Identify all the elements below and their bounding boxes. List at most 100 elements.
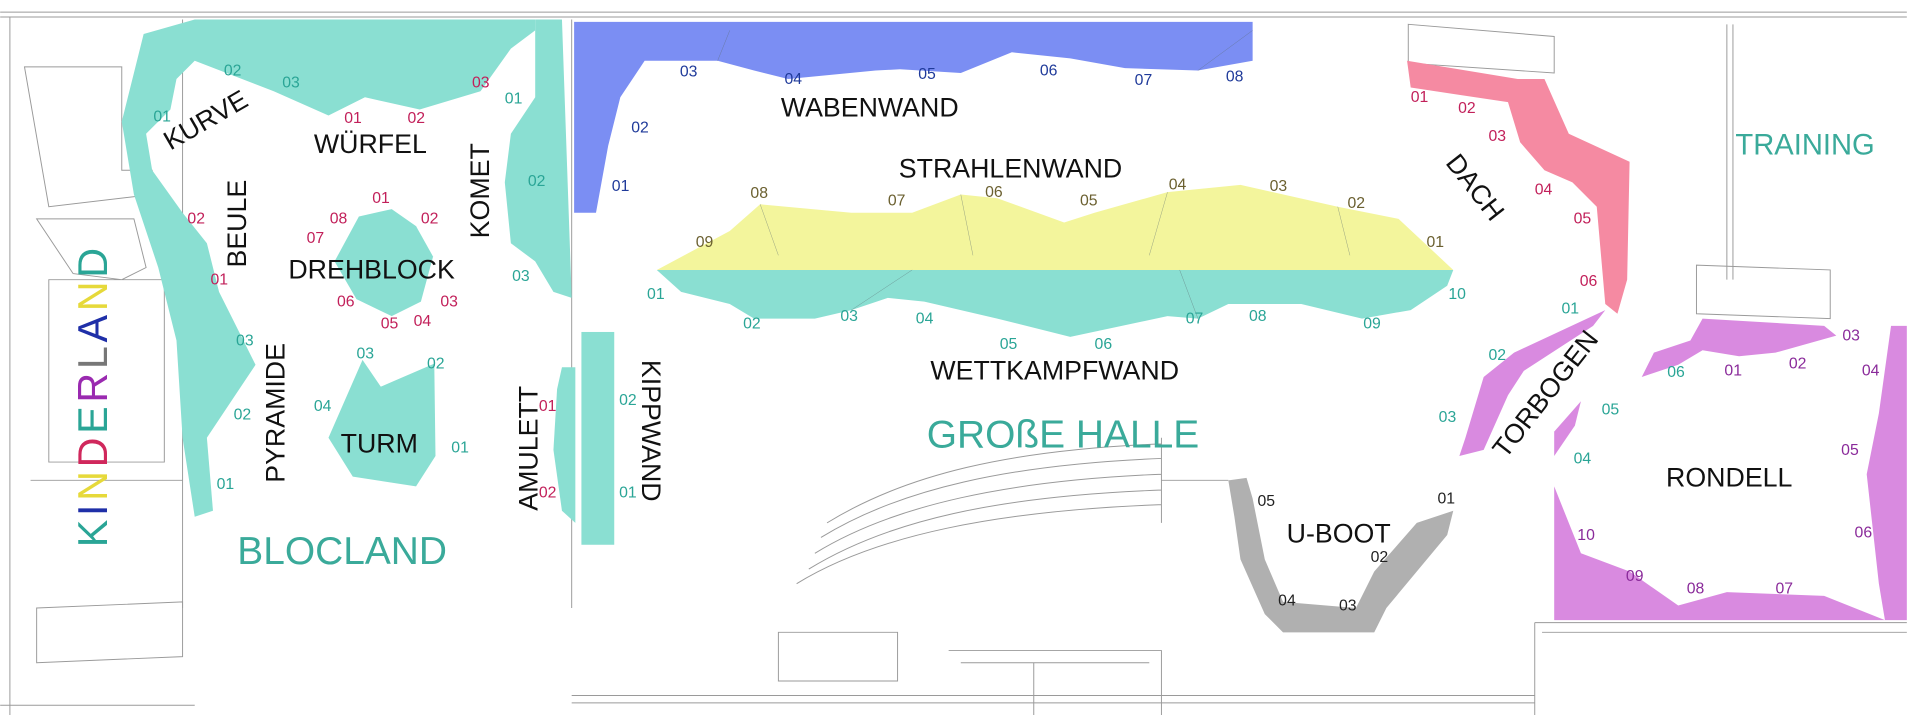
sector-turm-02: 02 xyxy=(427,355,445,372)
kinderland-letter: I xyxy=(70,501,116,516)
sector-drehblock-08: 08 xyxy=(330,211,348,228)
sector-wabenwand-07: 07 xyxy=(1135,72,1153,89)
sector-wettkampfwand-08: 08 xyxy=(1249,308,1267,325)
sector-strahlenwand-06: 06 xyxy=(985,184,1003,201)
sector-wettkampfwand-09: 09 xyxy=(1363,315,1381,332)
kinderland-letter: A xyxy=(70,311,116,342)
wall-name-uboot: U-BOOT xyxy=(1287,518,1391,548)
building-outline xyxy=(0,11,1907,715)
wall-name-strahlenwand: STRAHLENWAND xyxy=(899,154,1122,184)
sector-wettkampfwand-04: 04 xyxy=(916,310,934,327)
sector-rondell-06: 06 xyxy=(1855,524,1873,541)
wall-name-turm: TURM xyxy=(341,428,418,458)
sector-strahlenwand-03: 03 xyxy=(1270,178,1288,195)
kinderland-letter: R xyxy=(70,369,116,402)
wall-drehblock[interactable] xyxy=(334,209,434,317)
sector-uboot-05: 05 xyxy=(1257,493,1275,510)
sector-rondell-05: 05 xyxy=(1841,442,1859,459)
sector-wettkampfwand-07: 07 xyxy=(1186,310,1204,327)
sector-pyramide-03: 03 xyxy=(236,332,254,349)
sector-rondell-04: 04 xyxy=(1862,363,1880,380)
wall-rondell[interactable] xyxy=(1554,318,1907,621)
sector-kurve-02: 02 xyxy=(224,62,242,79)
sector-wabenwand-05: 05 xyxy=(918,66,936,83)
wall-kurve-wuerfel[interactable] xyxy=(121,19,536,517)
sector-rondell-02: 02 xyxy=(1789,355,1807,372)
kinderland-letter: K xyxy=(70,516,116,547)
sector-turm-04: 04 xyxy=(314,398,332,415)
sector-turm-03: 03 xyxy=(356,346,374,363)
sector-rondell-extra-05: 05 xyxy=(1602,402,1620,419)
sector-dach-01: 01 xyxy=(1411,89,1429,106)
sector-wettkampfwand-06: 06 xyxy=(1095,336,1113,353)
sector-amulett-01: 01 xyxy=(539,398,557,415)
sector-kurve-03: 03 xyxy=(282,75,300,92)
wall-name-rondell: RONDELL xyxy=(1666,462,1792,492)
sector-wettkampfwand-05: 05 xyxy=(1000,336,1018,353)
sector-beule-02: 02 xyxy=(187,211,205,228)
wall-name-amulett: AMULETT xyxy=(514,386,544,511)
sector-turm-01: 01 xyxy=(451,439,469,456)
area-label-blocland: BLOCLAND xyxy=(237,530,447,573)
sector-wabenwand-02: 02 xyxy=(631,120,649,137)
wall-name-wabenwand: WABENWAND xyxy=(781,93,959,123)
wall-strahlenwand[interactable] xyxy=(656,184,1454,270)
sector-dach-03: 03 xyxy=(1489,128,1507,145)
blocland-walls xyxy=(121,19,615,545)
sector-drehblock-05: 05 xyxy=(381,315,399,332)
kinderland-letter: D xyxy=(70,434,116,468)
sector-drehblock-02: 02 xyxy=(421,211,439,228)
sector-wuerfel-01: 01 xyxy=(344,110,362,127)
sector-uboot-02: 02 xyxy=(1371,549,1389,566)
wall-uboot[interactable] xyxy=(1228,477,1454,633)
sector-kippwand-02: 02 xyxy=(619,392,637,409)
sector-drehblock-01: 01 xyxy=(372,190,390,207)
sector-rondell-10: 10 xyxy=(1577,527,1595,544)
wall-amulett[interactable] xyxy=(553,367,576,523)
area-label-training: TRAINING xyxy=(1735,129,1874,161)
wall-turm[interactable] xyxy=(328,359,436,487)
sector-strahlenwand-02: 02 xyxy=(1347,195,1365,212)
sector-strahlenwand-05: 05 xyxy=(1080,193,1098,210)
sector-strahlenwand-07: 07 xyxy=(888,193,906,210)
sector-wabenwand-03: 03 xyxy=(680,64,698,81)
sector-uboot-04: 04 xyxy=(1278,593,1296,610)
wall-name-pyramide: PYRAMIDE xyxy=(261,343,291,483)
kinderland-letter: N xyxy=(70,467,116,501)
sector-rondell-08: 08 xyxy=(1687,580,1705,597)
sector-drehblock-04: 04 xyxy=(414,313,432,330)
sector-rondell-09: 09 xyxy=(1626,568,1644,585)
kinderland-letter: E xyxy=(70,403,116,434)
sector-beule-01: 01 xyxy=(211,272,229,289)
wall-wabenwand[interactable] xyxy=(574,21,1253,213)
wall-name-dach: DACH xyxy=(1440,148,1510,226)
sector-dach-04: 04 xyxy=(1535,182,1553,199)
sector-wabenwand-01: 01 xyxy=(612,178,630,195)
wall-name-beule: BEULE xyxy=(222,180,252,268)
sector-torbogen-02: 02 xyxy=(1489,347,1507,364)
sector-wettkampfwand-01: 01 xyxy=(647,286,665,303)
wall-komet[interactable] xyxy=(504,19,572,298)
sector-wettkampfwand-10: 10 xyxy=(1448,286,1466,303)
sector-rondell-extra-06: 06 xyxy=(1667,364,1685,381)
wall-dach[interactable] xyxy=(1407,60,1630,314)
wall-wettkampfwand[interactable] xyxy=(656,269,1454,337)
sector-strahlenwand-09: 09 xyxy=(696,234,714,251)
sector-drehblock-06: 06 xyxy=(337,293,355,310)
halle-walls xyxy=(574,21,1907,633)
kinderland-letter: N xyxy=(70,278,116,312)
kinderland-letter: L xyxy=(70,342,116,369)
sector-wabenwand-08: 08 xyxy=(1226,68,1244,85)
wall-name-wuerfel: WÜRFEL xyxy=(314,129,427,159)
sector-pyramide-01: 01 xyxy=(217,476,235,493)
sector-wabenwand-06: 06 xyxy=(1040,62,1058,79)
sector-drehblock-03: 03 xyxy=(440,293,458,310)
sector-pyramide-02: 02 xyxy=(234,407,252,424)
wall-torbogen[interactable] xyxy=(1459,310,1606,456)
sector-dach-06: 06 xyxy=(1580,273,1598,290)
sector-komet-02: 02 xyxy=(528,173,546,190)
sector-komet-03: 03 xyxy=(512,268,530,285)
sector-dach-05: 05 xyxy=(1574,211,1592,228)
wall-kippwand[interactable] xyxy=(581,331,615,545)
sector-drehblock-07: 07 xyxy=(307,230,325,247)
